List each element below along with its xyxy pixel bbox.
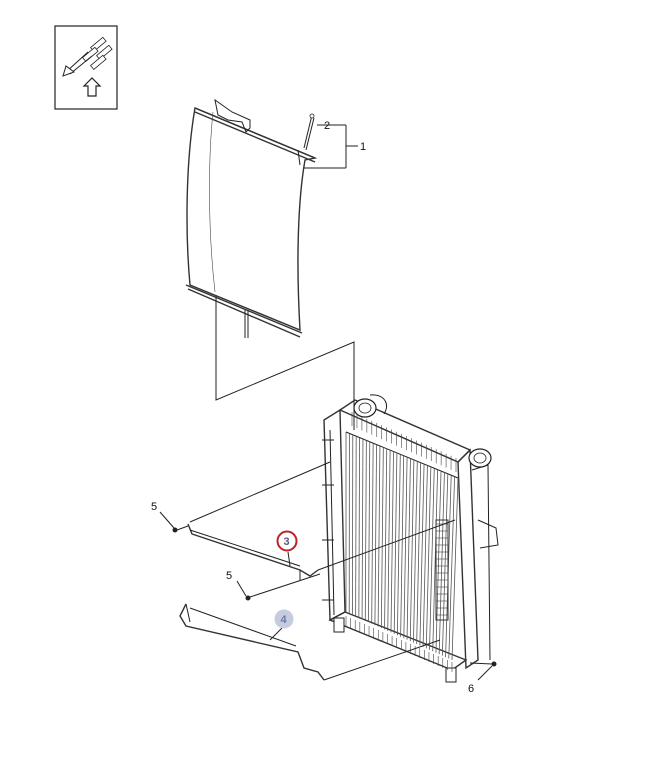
fin-line (396, 454, 401, 636)
bolt-5-upper (159, 511, 189, 533)
callout-5-upper[interactable]: 5 (151, 501, 157, 513)
fin-line (380, 447, 384, 629)
svg-text:3: 3 (284, 536, 290, 548)
lower-support-rod-upper (187, 461, 456, 580)
fin-line (358, 437, 360, 618)
callout-bracket-1-2 (304, 124, 358, 169)
fin-line (451, 477, 459, 661)
fin-line (416, 462, 422, 645)
fin-line (377, 445, 381, 627)
bolt-5-lower (236, 573, 321, 601)
callout-6[interactable]: 6 (468, 683, 474, 695)
fin-line (361, 438, 364, 620)
fin-line (393, 452, 398, 634)
fin-line (409, 459, 415, 642)
fin-line (425, 466, 432, 649)
svg-text:5: 5 (226, 570, 232, 582)
fin-line (448, 476, 456, 659)
radiator-assembly (322, 394, 499, 683)
fin-line (387, 450, 391, 631)
fin-line (364, 440, 367, 621)
svg-text:5: 5 (151, 501, 157, 513)
replacement-direction-icon[interactable] (54, 25, 118, 110)
fin-line (390, 451, 394, 633)
fin-line (422, 465, 428, 647)
fin-line (438, 472, 445, 655)
callout-5-lower[interactable]: 5 (226, 570, 232, 582)
callout-3-selected[interactable]: 3 (276, 530, 298, 567)
fin-line (429, 468, 435, 650)
side-bracket-ticks (436, 523, 448, 616)
callout-2[interactable]: 2 (324, 120, 330, 132)
fin-line (406, 458, 411, 640)
svg-text:4: 4 (281, 614, 288, 626)
fin-line (371, 443, 374, 624)
fin-line (435, 471, 442, 653)
bolt-6 (469, 661, 497, 681)
svg-text:1: 1 (360, 141, 366, 153)
fin-line (368, 441, 371, 623)
svg-text:6: 6 (468, 683, 474, 695)
fin-line (403, 457, 408, 639)
filter-screen (185, 98, 318, 338)
assembly-leader (215, 296, 355, 430)
fin-line (441, 473, 449, 656)
callout-4-hover[interactable]: 4 (269, 609, 294, 641)
lower-support-rod-lower (179, 603, 441, 681)
fin-line (419, 464, 425, 646)
callout-1[interactable]: 1 (360, 141, 366, 153)
fin-line (355, 436, 357, 617)
fin-line (432, 469, 439, 652)
fin-line (374, 444, 377, 626)
radiator-core-fins (345, 412, 459, 672)
fin-line (384, 448, 388, 630)
svg-text:2: 2 (324, 120, 330, 132)
fin-line (400, 455, 405, 637)
fin-line (413, 461, 418, 643)
